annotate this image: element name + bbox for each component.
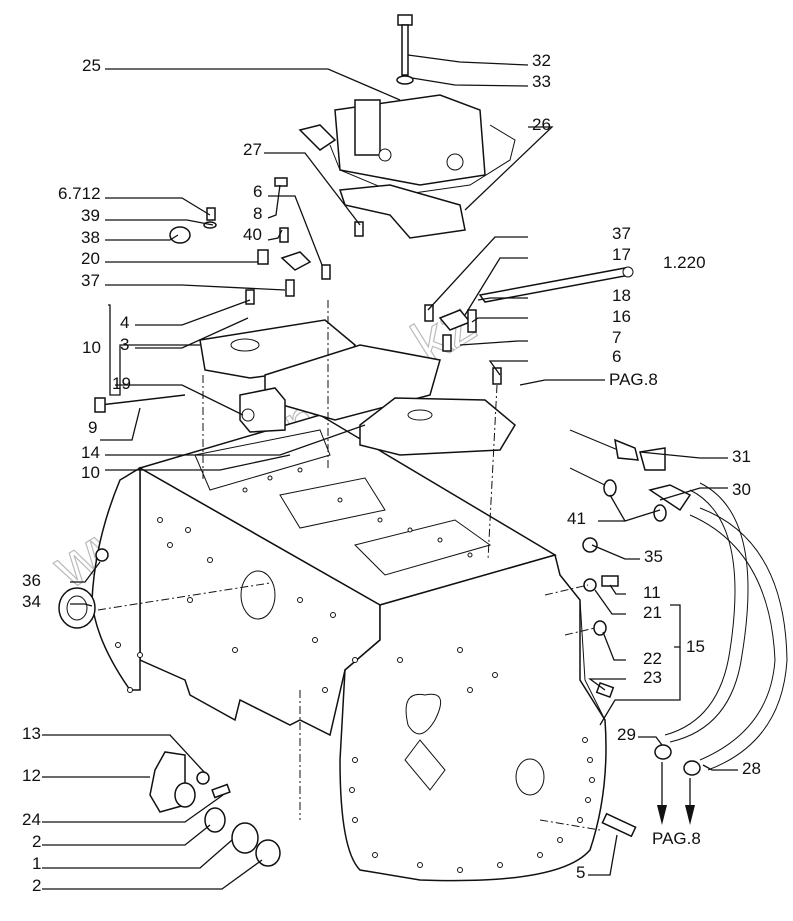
bolt-32 <box>397 14 413 76</box>
leader-lines <box>42 54 738 890</box>
callout-39: 39 <box>81 206 100 225</box>
fittings-top <box>169 177 502 385</box>
callout-23: 23 <box>643 668 662 687</box>
callout-21: 21 <box>643 603 662 622</box>
callout-29: 29 <box>617 725 636 744</box>
callout-5: 5 <box>576 863 585 882</box>
callout-31: 31 <box>732 447 751 466</box>
callout-20: 20 <box>81 249 100 268</box>
callout-6a: 6 <box>253 182 262 201</box>
bracket-12 <box>149 751 196 813</box>
block-19 <box>239 387 286 433</box>
pag8-arrows <box>657 762 695 825</box>
callout-6b: 6 <box>612 347 621 366</box>
bolt-24 <box>211 783 231 799</box>
callout-18: 18 <box>612 286 631 305</box>
plug-36 <box>95 548 109 562</box>
callout-16: 16 <box>612 307 631 326</box>
callout-labels: 25 32 33 26 27 6.712 39 38 20 37 6 8 40 … <box>22 51 761 895</box>
callout-10a: 10 <box>82 338 101 357</box>
callout-27: 27 <box>243 140 262 159</box>
callout-1: 1 <box>32 854 41 873</box>
callout-pag8-bottom: PAG.8 <box>652 829 701 848</box>
callout-38: 38 <box>81 228 100 247</box>
stud-5 <box>601 812 637 838</box>
callout-pag8-top: PAG.8 <box>609 370 658 389</box>
hoses-28-29 <box>569 429 788 776</box>
callout-32: 32 <box>532 51 551 70</box>
bolt-holes <box>115 467 595 873</box>
sleeve-1 <box>231 822 259 854</box>
callout-24: 24 <box>22 810 41 829</box>
callout-2b: 2 <box>32 876 41 895</box>
callout-10b: 10 <box>81 463 100 482</box>
callout-7: 7 <box>612 328 621 347</box>
washer-33 <box>396 75 414 85</box>
callout-40: 40 <box>243 225 262 244</box>
washer-21 <box>583 578 597 592</box>
pipe-1220 <box>478 266 634 303</box>
cover-plate-right <box>359 397 516 456</box>
callout-13: 13 <box>22 724 41 743</box>
callout-25: 25 <box>82 56 101 75</box>
callout-2a: 2 <box>32 832 41 851</box>
callout-33: 33 <box>532 72 551 91</box>
bearing-2a <box>204 807 226 833</box>
transmission-housing <box>91 414 607 882</box>
plug-11 <box>601 575 619 587</box>
callout-22: 22 <box>643 649 662 668</box>
seal-2b <box>255 839 281 867</box>
callout-19: 19 <box>112 374 131 393</box>
cover-34 <box>58 587 96 629</box>
hydraulic-valve-25 <box>298 94 516 196</box>
callout-37b: 37 <box>612 224 631 243</box>
disc-22 <box>593 620 607 636</box>
callout-1220: 1.220 <box>663 253 706 272</box>
axis-lines <box>97 300 601 831</box>
callout-28: 28 <box>742 759 761 778</box>
callout-17: 17 <box>612 245 631 264</box>
callout-8: 8 <box>253 204 262 223</box>
callout-12: 12 <box>22 766 41 785</box>
callout-41: 41 <box>567 509 586 528</box>
callout-9: 9 <box>88 418 97 437</box>
callout-11: 11 <box>643 583 661 602</box>
callout-36: 36 <box>22 571 41 590</box>
callout-14: 14 <box>81 443 100 462</box>
callout-26: 26 <box>532 115 551 134</box>
callout-34: 34 <box>22 592 41 611</box>
plate-26 <box>338 184 466 239</box>
bolt-13 <box>196 771 210 785</box>
rod-9 <box>94 394 186 413</box>
callout-15: 15 <box>686 637 705 656</box>
callout-35: 35 <box>644 547 663 566</box>
callout-30: 30 <box>732 480 751 499</box>
callout-4: 4 <box>120 313 129 332</box>
callout-37a: 37 <box>81 271 100 290</box>
callout-3: 3 <box>120 335 129 354</box>
plug-35 <box>582 537 598 553</box>
callout-6712: 6.712 <box>58 184 101 203</box>
